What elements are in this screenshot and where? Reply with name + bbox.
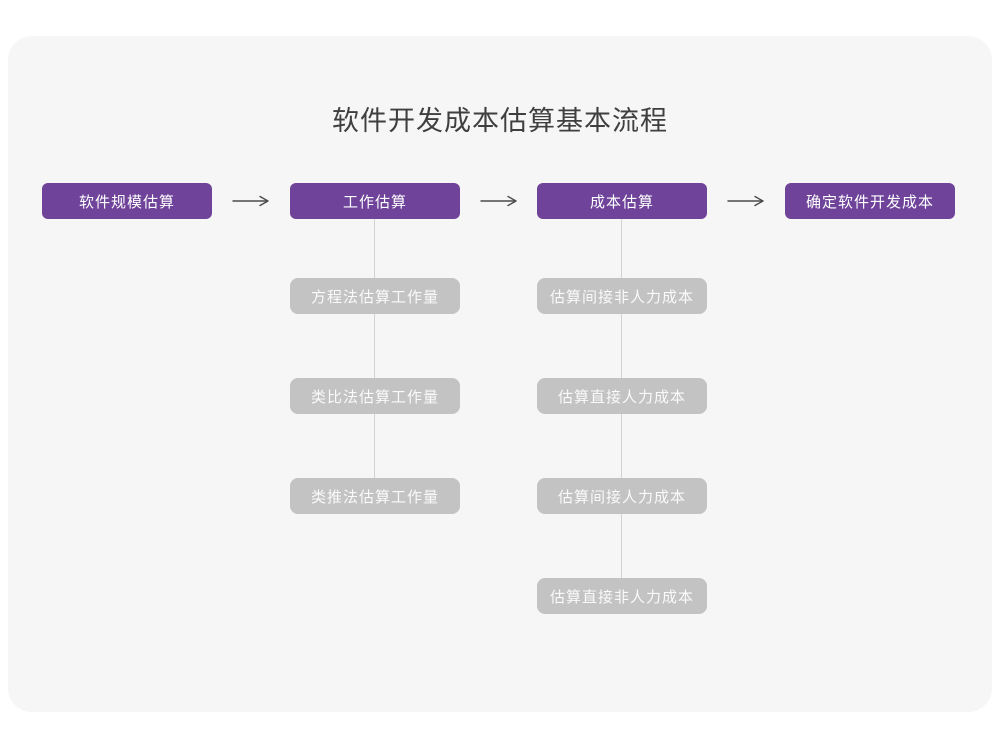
diagram-title: 软件开发成本估算基本流程 bbox=[332, 106, 668, 136]
sub-node-label: 方程法估算工作量 bbox=[310, 288, 439, 306]
flow-node-determine-development-cost: 确定软件开发成本 bbox=[785, 183, 955, 219]
sub-node-direct-labor-cost: 估算直接人力成本 bbox=[537, 378, 707, 414]
sub-node-equation-method: 方程法估算工作量 bbox=[290, 278, 460, 314]
flow-node-label: 工作估算 bbox=[342, 193, 407, 211]
flow-node-work-estimation: 工作估算 bbox=[290, 183, 460, 219]
arrow-right-icon bbox=[727, 195, 765, 207]
connector-line-work bbox=[374, 219, 375, 497]
sub-node-label: 类比法估算工作量 bbox=[310, 388, 439, 406]
sub-node-label: 类推法估算工作量 bbox=[310, 488, 439, 506]
sub-node-label: 估算间接人力成本 bbox=[557, 488, 686, 506]
flow-node-cost-estimation: 成本估算 bbox=[537, 183, 707, 219]
flow-node-label: 软件规模估算 bbox=[78, 193, 175, 211]
sub-node-indirect-labor-cost: 估算间接人力成本 bbox=[537, 478, 707, 514]
sub-node-label: 估算间接非人力成本 bbox=[549, 288, 694, 306]
sub-node-direct-nonlabor-cost: 估算直接非人力成本 bbox=[537, 578, 707, 614]
flow-node-label: 成本估算 bbox=[589, 193, 654, 211]
flow-node-software-scale-estimation: 软件规模估算 bbox=[42, 183, 212, 219]
sub-node-analogy-method: 类比法估算工作量 bbox=[290, 378, 460, 414]
arrow-right-icon bbox=[480, 195, 518, 207]
sub-node-indirect-nonlabor-cost: 估算间接非人力成本 bbox=[537, 278, 707, 314]
sub-node-label: 估算直接人力成本 bbox=[557, 388, 686, 406]
arrow-right-icon bbox=[232, 195, 270, 207]
sub-node-label: 估算直接非人力成本 bbox=[549, 588, 694, 606]
sub-node-extrapolation-method: 类推法估算工作量 bbox=[290, 478, 460, 514]
diagram-card bbox=[8, 36, 992, 712]
flow-node-label: 确定软件开发成本 bbox=[805, 193, 934, 211]
